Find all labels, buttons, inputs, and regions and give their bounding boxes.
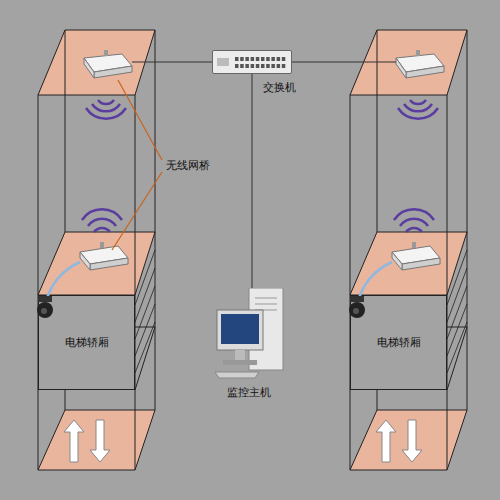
elevator-cabin: 电梯轿厢 bbox=[350, 295, 447, 390]
device-label: 交换机 bbox=[263, 81, 296, 94]
port bbox=[256, 57, 259, 61]
right-shaft bbox=[350, 30, 467, 470]
port bbox=[240, 64, 244, 68]
port bbox=[261, 64, 265, 68]
port bbox=[240, 57, 244, 61]
switch-panel bbox=[217, 58, 229, 66]
port bbox=[261, 57, 265, 61]
camera-lens bbox=[353, 308, 359, 314]
drive-slot bbox=[255, 298, 277, 299]
camera-mount bbox=[350, 296, 364, 302]
cabin-label: 电梯轿厢 bbox=[377, 336, 421, 349]
left-shaft bbox=[38, 30, 155, 470]
port bbox=[256, 64, 259, 68]
camera-cable bbox=[46, 262, 80, 302]
monitor bbox=[217, 310, 263, 350]
computer-icon bbox=[215, 288, 285, 380]
port bbox=[277, 57, 281, 61]
network-cable bbox=[252, 74, 253, 288]
monitor-stand bbox=[235, 350, 245, 360]
port bbox=[235, 57, 239, 61]
port bbox=[277, 64, 281, 68]
port bbox=[282, 57, 286, 61]
port bbox=[245, 64, 249, 68]
cabin-label: 电梯轿厢 bbox=[65, 336, 109, 349]
device-label: 监控主机 bbox=[227, 386, 271, 399]
left-camera bbox=[37, 262, 80, 318]
port bbox=[266, 64, 270, 68]
port bbox=[271, 64, 275, 68]
network-switch: 交换机 bbox=[212, 50, 292, 74]
camera-cable bbox=[358, 262, 392, 302]
drive-slot bbox=[255, 304, 277, 305]
camera-lens bbox=[41, 308, 47, 314]
switch-ports bbox=[213, 51, 291, 73]
keyboard bbox=[215, 372, 259, 378]
leader-line bbox=[112, 80, 162, 250]
camera-mount bbox=[38, 296, 52, 302]
callout-label: 无线网桥 bbox=[166, 158, 210, 173]
monitor-screen bbox=[221, 314, 259, 344]
port bbox=[271, 57, 275, 61]
port bbox=[282, 64, 286, 68]
monitoring-host: 监控主机 bbox=[215, 288, 285, 406]
port bbox=[251, 57, 255, 61]
elevator-cabin: 电梯轿厢 bbox=[38, 295, 135, 390]
monitor-base bbox=[223, 360, 257, 365]
dome-camera bbox=[349, 302, 365, 318]
port bbox=[251, 64, 255, 68]
port bbox=[266, 57, 270, 61]
port bbox=[235, 64, 239, 68]
dome-camera bbox=[37, 302, 53, 318]
port bbox=[245, 57, 249, 61]
right-camera bbox=[349, 262, 392, 318]
